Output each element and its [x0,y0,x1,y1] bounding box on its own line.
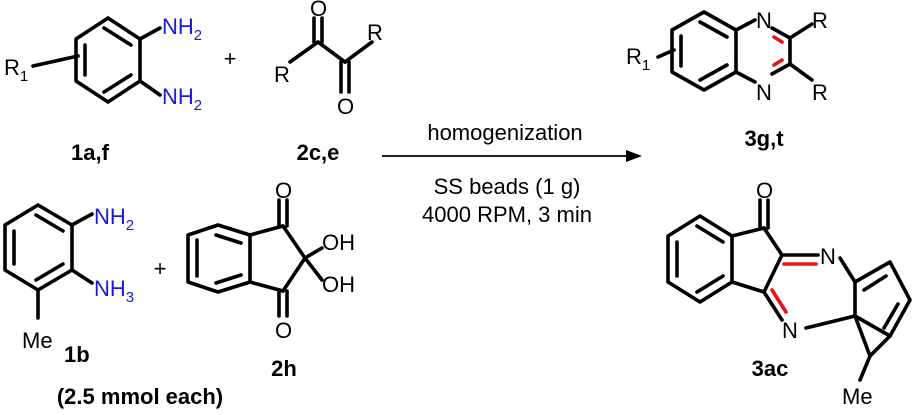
amine-group-lower: NH2 [162,84,202,114]
quinoxaline-r-top: R [812,8,828,33]
product-n-upper: N [820,244,836,269]
amine-bottom-1b: NH3 [94,276,134,306]
plus-sign-bottom: + [154,256,167,281]
condition-beads: SS beads (1 g) [434,174,581,199]
carbonyl-oxygen-top: O [310,0,327,21]
condition-speed-time: 4000 RPM, 3 min [422,202,592,227]
hydroxyl-lower: OH [322,272,355,297]
product-methyl: Me [842,384,873,409]
diketone-r-left: R [274,62,290,87]
compound-label-2ce: 2c,e [297,140,340,165]
quinoxaline-3gt-structure [656,10,814,92]
compound-label-3gt: 3g,t [744,126,784,151]
compound-label-2h: 2h [271,356,297,381]
quinoxaline-r1-label: R1 [626,44,650,74]
quinoxaline-r-bottom: R [812,80,828,105]
carbonyl-oxygen-bottom: O [337,94,354,119]
quinoxaline-n-top: N [756,8,772,33]
condition-homogenization: homogenization [427,120,582,145]
ninhydrin-oxygen-top: O [275,178,292,203]
product-carbonyl-oxygen: O [756,178,773,203]
quinoxaline-n-bottom: N [756,80,772,105]
compound-label-1af: 1a,f [71,140,110,165]
methyl-1b: Me [22,328,53,353]
diamine-1b-structure [3,203,94,320]
compound-label-1b: 1b [64,342,90,367]
product-n-lower: N [782,318,798,343]
diamine-1af-structure [31,16,162,104]
ninhydrin-2h-structure [186,198,324,318]
reaction-arrow [382,150,642,162]
diketone-r-right: R [367,20,383,45]
amine-top-1b: NH2 [94,204,134,234]
r1-substituent-label: R1 [4,55,28,85]
indenoquinoxaline-3ac-structure [666,198,912,382]
ninhydrin-oxygen-bottom: O [275,318,292,343]
scale-note: (2.5 mmol each) [57,384,223,409]
hydroxyl-upper: OH [322,230,355,255]
compound-label-3ac: 3ac [752,356,789,381]
amine-group-upper: NH2 [162,14,202,44]
plus-sign-top: + [224,46,237,71]
diketone-2ce-structure [288,16,374,94]
